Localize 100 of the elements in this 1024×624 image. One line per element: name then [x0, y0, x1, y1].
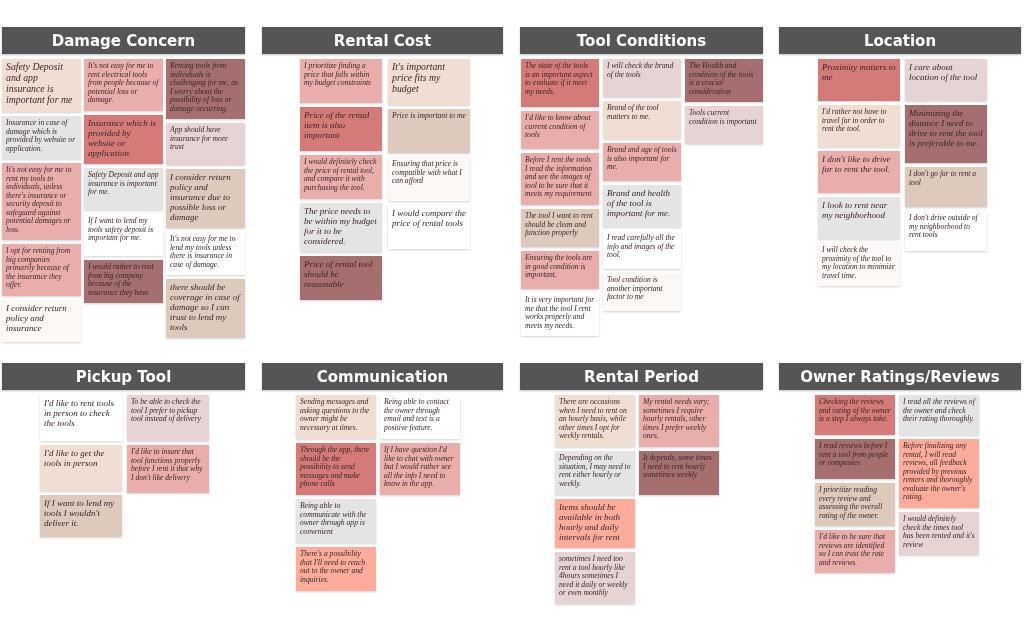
sticky-note: [300, 59, 382, 103]
sticky-note: [603, 143, 681, 181]
sticky-note: [2, 116, 81, 159]
sticky-note: [818, 59, 900, 101]
sticky-note: [905, 211, 987, 251]
category-header: [520, 363, 763, 390]
sticky-note: [521, 209, 599, 247]
sticky-note: [818, 197, 900, 239]
sticky-note: [905, 105, 987, 163]
note-text: Price of rental tool should be reasonable: [304, 259, 374, 290]
sticky-note: [639, 451, 719, 495]
category-header: [520, 27, 763, 54]
sticky-note: [84, 59, 163, 111]
sticky-note: [2, 300, 81, 342]
note-text: Insurance which is provided by website or application.: [88, 118, 157, 159]
note-text: Minimizing the distance I need to drive to rent the tool is preferable to me.: [909, 108, 983, 149]
note-text: I look to rent near my neighborhood: [822, 200, 889, 221]
sticky-note: [84, 168, 163, 210]
sticky-note: [166, 169, 245, 228]
category-title: Owner Ratings/Reviews: [800, 367, 1000, 386]
sticky-note: [166, 123, 245, 165]
sticky-note: [521, 59, 599, 107]
category-header: [2, 363, 245, 390]
sticky-note: [603, 231, 681, 269]
sticky-note: [899, 395, 979, 435]
note-text: It's important price fits my budget: [392, 62, 446, 95]
sticky-note: [84, 214, 163, 256]
sticky-note: [300, 107, 382, 151]
sticky-note: [296, 395, 376, 439]
note-text: I'd like to rent tools in person to check the tools: [44, 398, 116, 429]
sticky-note: [40, 395, 122, 441]
sticky-note: [555, 552, 635, 604]
sticky-note: [380, 443, 460, 495]
sticky-note: [300, 155, 382, 199]
note-text: I consider return policy and insurance: [6, 303, 68, 334]
sticky-note: [603, 101, 681, 139]
sticky-note: [84, 115, 163, 164]
sticky-note: [815, 483, 895, 526]
sticky-note: [388, 205, 470, 249]
category-header: [779, 363, 1021, 390]
sticky-note: [521, 111, 599, 149]
note-text: Price of the rental item is also important: [304, 110, 371, 141]
sticky-note: [166, 59, 245, 119]
sticky-note: [388, 59, 470, 105]
sticky-note: [2, 163, 81, 240]
sticky-note: [40, 445, 122, 491]
sticky-note: [555, 499, 635, 548]
sticky-note: [521, 251, 599, 289]
category-title: Communication: [316, 367, 449, 386]
sticky-note: [296, 499, 376, 543]
note-text: Items should be available in both hourly and daily intervals for rent: [559, 502, 621, 543]
sticky-note: [815, 395, 895, 435]
sticky-note: [521, 153, 599, 205]
sticky-note: [380, 395, 460, 439]
category-header: [262, 27, 503, 54]
sticky-note: [40, 495, 122, 537]
sticky-note: [555, 395, 635, 447]
category-title: Rental Cost: [333, 31, 432, 50]
sticky-note: [388, 157, 470, 201]
sticky-note: [899, 512, 979, 555]
note-text: there should be coverage in case of damage so I can trust to lend my tools: [170, 282, 241, 333]
sticky-note: [899, 439, 979, 508]
note-text: I consider return policy and insurance due to possible loss or damage: [170, 172, 232, 223]
sticky-note: [685, 106, 763, 144]
note-text: I don't like to drive far to rent the tool.: [822, 154, 892, 175]
sticky-note: [300, 256, 382, 300]
category-title: Location: [863, 31, 937, 50]
sticky-note: [905, 167, 987, 207]
category-header: [262, 363, 503, 390]
category-header: [779, 27, 1021, 54]
note-text: I care about location of the tool: [909, 62, 979, 83]
sticky-note: [84, 260, 163, 303]
sticky-note: [818, 151, 900, 193]
sticky-note: [815, 530, 895, 573]
category-title: Rental Period: [584, 367, 699, 386]
sticky-note: [166, 232, 245, 275]
note-text: I would compare the price of rental tools: [392, 208, 466, 229]
note-text: If I want to lend my tools I wouldn't deliver it.: [44, 498, 116, 529]
sticky-note: [603, 185, 681, 227]
note-text: The price needs to be within my budget for it to be considered.: [304, 206, 378, 247]
category-title: Damage Concern: [51, 31, 196, 50]
sticky-note: [603, 59, 681, 97]
note-text: I'd like to get the tools in person: [44, 448, 106, 469]
sticky-note: [2, 59, 81, 112]
category-title: Pickup Tool: [75, 367, 172, 386]
note-text: Safety Deposit and app insurance is important for me: [6, 62, 74, 106]
sticky-note: [388, 109, 470, 153]
sticky-note: [603, 273, 681, 311]
sticky-note: [127, 445, 209, 493]
sticky-note: [818, 243, 900, 286]
sticky-note: [127, 395, 209, 441]
sticky-note: [296, 547, 376, 591]
sticky-note: [639, 395, 719, 447]
category-title: Tool Conditions: [576, 31, 707, 50]
sticky-note: [296, 443, 376, 495]
sticky-note: [905, 59, 987, 101]
sticky-note: [555, 451, 635, 495]
sticky-note: [818, 105, 900, 147]
sticky-note: [2, 244, 81, 296]
category-header: [2, 27, 245, 54]
